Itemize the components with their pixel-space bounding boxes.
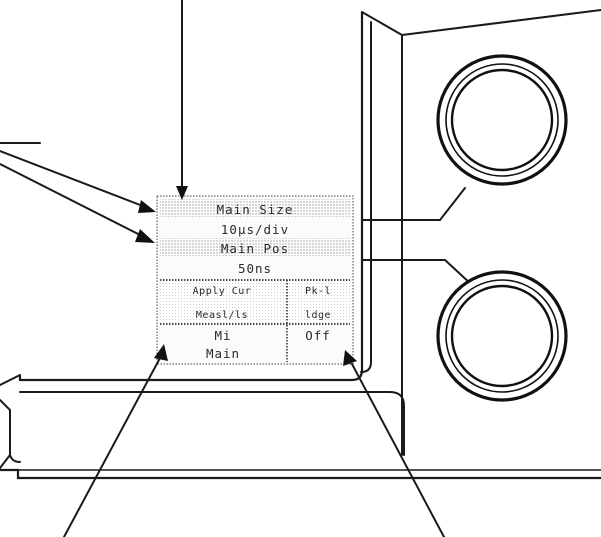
main-pos-label[interactable]: Main Pos <box>221 241 289 256</box>
softkey-highlight <box>160 280 350 324</box>
edge-softkey[interactable]: ldge <box>305 310 331 321</box>
bezel-front-edge <box>0 399 21 463</box>
main-size-highlight <box>160 199 350 217</box>
main-size-value: 10µs/div <box>221 222 289 237</box>
upper-knob-connector <box>362 187 466 221</box>
callout-arrow-bottom-right <box>351 363 445 537</box>
left-cut-edge <box>0 374 21 469</box>
lcd-screen: Main Size 10µs/div Main Pos 50ns Apply C… <box>156 195 354 365</box>
callout-arrow-upper-left <box>0 150 149 209</box>
main-pos-highlight <box>160 238 350 256</box>
arrowhead-icon <box>176 186 188 200</box>
callout-arrows <box>0 0 445 537</box>
bezel-lower-edge <box>19 391 405 456</box>
base-edge <box>0 468 601 480</box>
measure-softkey[interactable]: Measl/ls <box>196 310 248 321</box>
arrowhead-icon <box>135 229 155 243</box>
lower-knob-cap <box>450 284 554 388</box>
timebase-mode-label[interactable]: Mi <box>214 328 231 343</box>
arrowhead-icon <box>138 200 156 213</box>
main-size-label[interactable]: Main Size <box>217 202 294 217</box>
knob-connectors <box>362 187 473 286</box>
callout-arrow-lower-left <box>0 163 147 239</box>
arrowhead-icon <box>154 344 168 361</box>
timebase-mode-value: Main <box>206 346 240 361</box>
lower-knob[interactable] <box>436 270 568 402</box>
callout-arrow-bottom-left <box>63 357 161 537</box>
panel-top-edge <box>361 9 601 36</box>
upper-knob[interactable] <box>436 54 568 186</box>
arrowhead-icon <box>343 350 357 366</box>
peak-softkey[interactable]: Pk-l <box>305 286 331 297</box>
instrument-body <box>0 9 601 480</box>
apply-cursor-softkey[interactable]: Apply Cur <box>193 286 252 297</box>
upper-knob-cap <box>450 68 554 172</box>
lower-knob-connector <box>362 259 473 286</box>
delay-state-value[interactable]: Off <box>305 328 331 343</box>
panel-inner-edge <box>360 21 372 373</box>
main-pos-value: 50ns <box>238 261 272 276</box>
